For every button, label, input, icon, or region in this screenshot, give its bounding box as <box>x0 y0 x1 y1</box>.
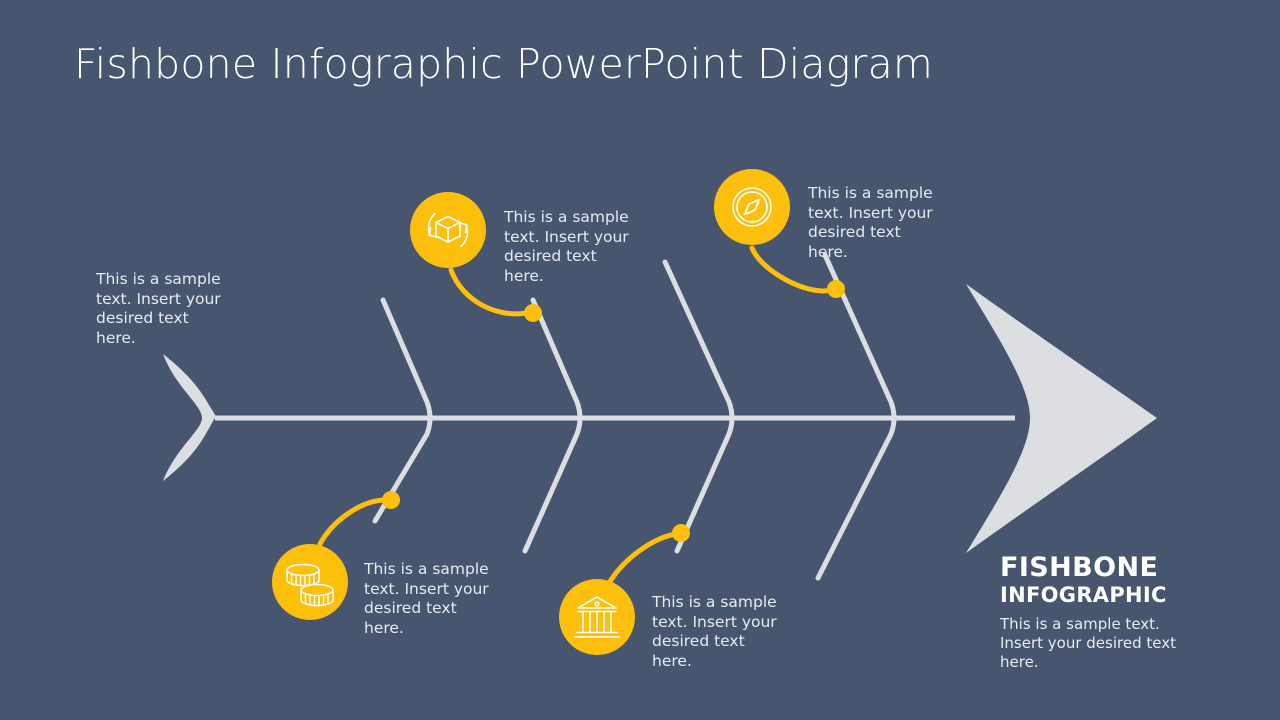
page-title: Fishbone Infographic PowerPoint Diagram <box>74 40 934 88</box>
connector-dot-2 <box>827 280 845 298</box>
fish-head <box>966 284 1157 553</box>
rib-3 <box>662 259 735 554</box>
headline-secondary: INFOGRAPHIC <box>1000 583 1167 607</box>
connector-3 <box>317 497 389 547</box>
rib-group <box>372 252 897 581</box>
headline-body: This is a sample text. Insert your desir… <box>1000 615 1176 671</box>
connector-dot-3 <box>382 491 400 509</box>
headline-block: FISHBONE INFOGRAPHIC This is a sample te… <box>1000 553 1250 672</box>
rib-2 <box>522 297 583 554</box>
branch-node-1[interactable] <box>410 192 486 268</box>
connector-group <box>317 245 834 588</box>
branch-node-4[interactable] <box>559 579 635 655</box>
branch-node-2[interactable] <box>714 169 790 245</box>
connector-dot-1 <box>524 304 542 322</box>
tail-note-text: This is a sample text. Insert your desir… <box>96 270 221 347</box>
branch-circle-2[interactable] <box>714 169 790 245</box>
connector-dot-group <box>382 280 845 542</box>
branch-node-3[interactable] <box>272 544 348 620</box>
branch-note-4: This is a sample text. Insert your desir… <box>652 593 777 670</box>
branch-note-1: This is a sample text. Insert your desir… <box>504 208 629 285</box>
fish-tail <box>163 354 216 481</box>
headline-primary: FISHBONE <box>1000 552 1159 583</box>
rib-1 <box>372 297 433 524</box>
package-rotation-icon <box>427 212 469 248</box>
connector-2 <box>749 245 834 294</box>
connector-4 <box>605 531 679 588</box>
connector-1 <box>448 267 530 317</box>
coins-icon <box>286 563 334 607</box>
rib-4 <box>815 252 897 581</box>
branch-note-3: This is a sample text. Insert your desir… <box>364 560 489 637</box>
branch-note-2: This is a sample text. Insert your desir… <box>808 184 933 261</box>
bank-icon <box>573 596 621 638</box>
compass-icon <box>732 187 772 227</box>
connector-dot-4 <box>672 524 690 542</box>
